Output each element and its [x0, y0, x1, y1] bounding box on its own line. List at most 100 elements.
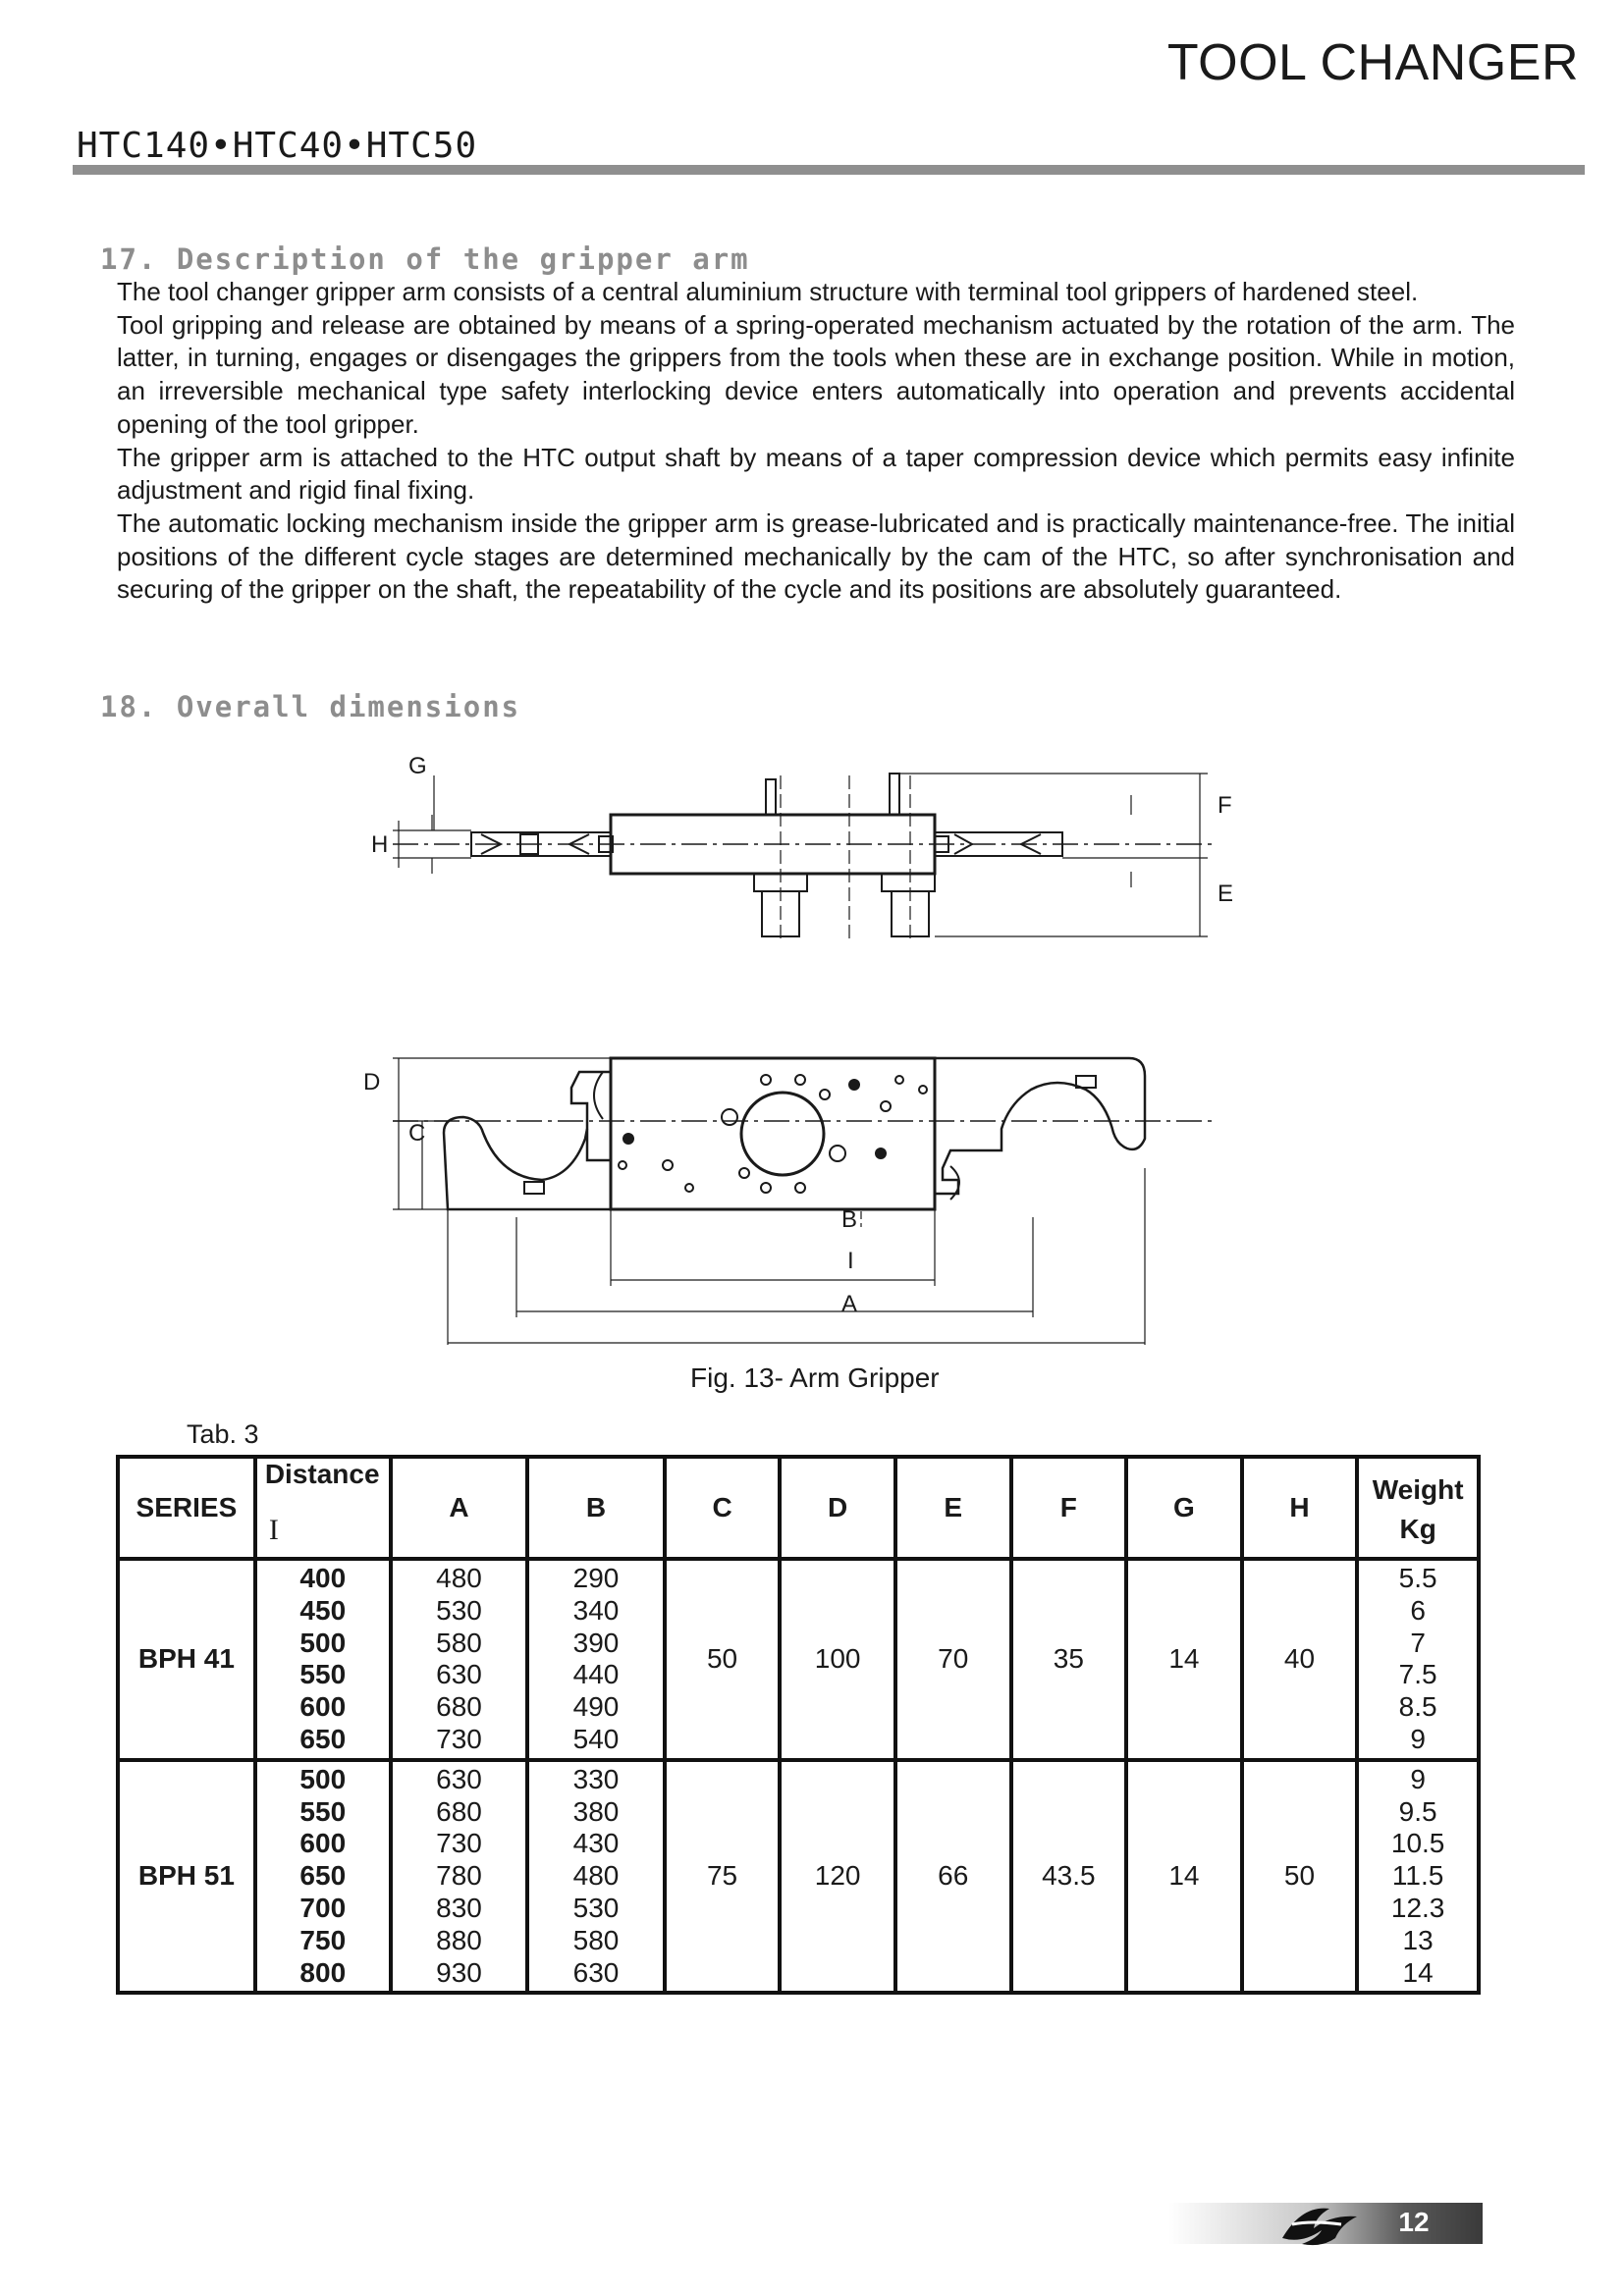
- cell-value: 600: [299, 1828, 347, 1859]
- dim-label-e: E: [1218, 881, 1233, 907]
- cell-value: 530: [572, 1892, 620, 1923]
- header-b: B: [525, 1455, 667, 1561]
- cell-value: 6: [1410, 1594, 1426, 1626]
- cell-value: 750: [299, 1924, 347, 1955]
- header-e: E: [893, 1455, 1013, 1561]
- dim-label-f: F: [1218, 792, 1232, 819]
- header-h: H: [1239, 1455, 1360, 1561]
- cell-value: 450: [299, 1594, 347, 1626]
- center-bore: [739, 1091, 826, 1177]
- table-header-row: SERIES Distance I A B C D E F G H Weight…: [116, 1455, 1481, 1561]
- cell-value: 800: [299, 1956, 347, 1988]
- cell-value: 380: [572, 1795, 620, 1827]
- cell-value: 13: [1402, 1924, 1434, 1955]
- cell-value: 9: [1410, 1723, 1426, 1754]
- header-rule: [73, 165, 1585, 175]
- figure-caption: Fig. 13- Arm Gripper: [690, 1362, 940, 1393]
- cell-value: 580: [436, 1627, 482, 1658]
- cell-value: 490: [572, 1691, 620, 1723]
- cell-value: 390: [572, 1627, 620, 1658]
- paragraph-1: The tool changer gripper arm consists of…: [117, 277, 1419, 306]
- cell-value: 430: [572, 1828, 620, 1859]
- dim-label-h: H: [371, 831, 388, 858]
- header-distance-symbol: I: [268, 1514, 279, 1546]
- technical-drawing-svg: G H F E D C B I A: [363, 756, 1233, 1345]
- cell-value: 5.5: [1398, 1563, 1437, 1593]
- header-c: C: [662, 1455, 783, 1561]
- cell-h: 40: [1239, 1557, 1360, 1762]
- dim-label-d: D: [363, 1069, 380, 1095]
- cell-value: 550: [299, 1659, 347, 1690]
- header-series: SERIES: [116, 1455, 257, 1561]
- dim-label-i: I: [847, 1248, 854, 1274]
- cell-g: 14: [1124, 1557, 1244, 1762]
- section-17-text: The tool changer gripper arm consists of…: [117, 276, 1515, 607]
- cell-d: 120: [778, 1757, 897, 1996]
- cell-value: 630: [436, 1659, 482, 1690]
- cell-e: 66: [893, 1757, 1013, 1996]
- dim-label-a: A: [841, 1291, 857, 1317]
- header-distance-label: Distance: [264, 1459, 380, 1489]
- cell-value: 9.5: [1398, 1795, 1437, 1827]
- arm-body-front: [609, 1056, 937, 1211]
- cell-value: 530: [436, 1594, 482, 1626]
- model-line: HTC140•HTC40•HTC50: [77, 126, 478, 166]
- cell-value: 540: [572, 1723, 620, 1754]
- cell-value: 400: [299, 1563, 347, 1593]
- cell-value: 730: [436, 1828, 482, 1859]
- cell-value: 480: [436, 1563, 482, 1593]
- section-17-heading: 17. Description of the gripper arm: [100, 242, 750, 276]
- cell-value: 11.5: [1391, 1860, 1444, 1892]
- cell-value: 730: [436, 1723, 482, 1754]
- cell-c: 75: [662, 1757, 783, 1996]
- cell-value: 830: [436, 1892, 482, 1923]
- header-f: F: [1008, 1455, 1129, 1561]
- cell-g: 14: [1124, 1757, 1244, 1996]
- cell-value: 340: [572, 1594, 620, 1626]
- page-number: 12: [1398, 2207, 1430, 2237]
- cell-value: 9: [1410, 1763, 1426, 1794]
- cell-series: BPH 41: [116, 1557, 257, 1762]
- cell-value: 14: [1402, 1956, 1434, 1988]
- header-weight: Weight Kg: [1355, 1455, 1481, 1561]
- cell-h: 50: [1239, 1757, 1360, 1996]
- header-weight-unit: Kg: [1399, 1514, 1436, 1544]
- cell-value: 7.5: [1398, 1659, 1437, 1690]
- cell-value: 8.5: [1398, 1691, 1437, 1723]
- dimensions-table: SERIES Distance I A B C D E F G H Weight…: [116, 1455, 1481, 1996]
- cell-value: 500: [299, 1763, 347, 1794]
- dim-label-c: C: [408, 1120, 425, 1147]
- document-title: TOOL CHANGER: [1166, 34, 1579, 91]
- header-g: G: [1124, 1455, 1244, 1561]
- cell-value: 440: [572, 1659, 620, 1690]
- paragraph-2: Tool gripping and release are obtained b…: [117, 309, 1515, 439]
- header-a: A: [388, 1455, 530, 1561]
- table-label: Tab. 3: [187, 1419, 259, 1449]
- section-18-heading: 18. Overall dimensions: [100, 690, 521, 723]
- cell-d: 100: [778, 1557, 897, 1762]
- cell-e: 70: [893, 1557, 1013, 1762]
- arm-gripper-drawing: G H F E D C B I A: [353, 756, 1257, 1345]
- cell-value: 630: [436, 1763, 482, 1794]
- header-distance: Distance I: [252, 1455, 393, 1561]
- cell-f: 35: [1008, 1557, 1129, 1762]
- cell-value: 600: [299, 1691, 347, 1723]
- cell-value: 480: [572, 1860, 620, 1892]
